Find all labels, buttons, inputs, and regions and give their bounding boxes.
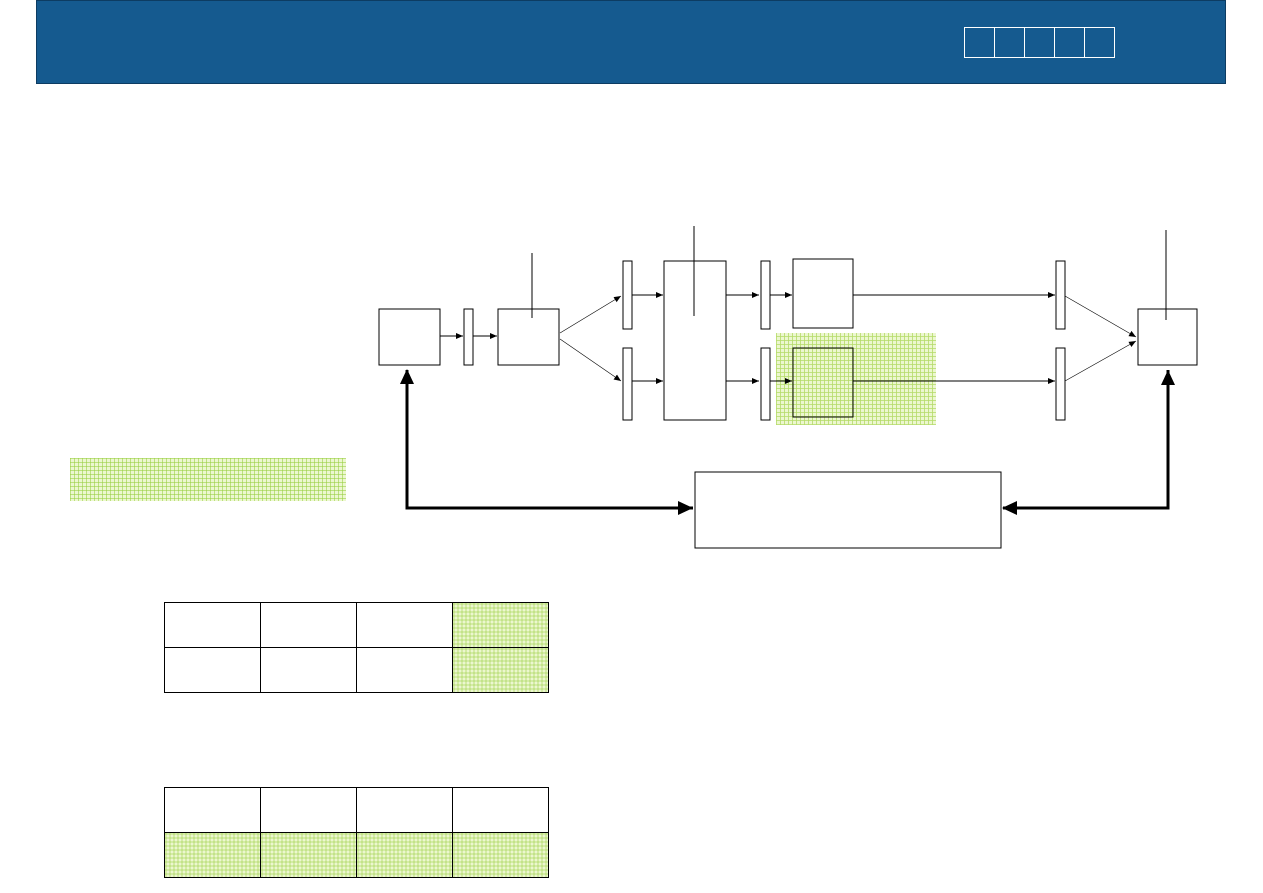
table-b	[164, 787, 549, 878]
table-row	[164, 832, 549, 878]
table-row	[164, 602, 549, 648]
arrow-merge-upper	[1064, 295, 1137, 338]
table-cell	[164, 787, 261, 833]
upper-block	[792, 258, 854, 329]
link-source-controller	[400, 369, 693, 515]
table-cell-highlighted	[260, 832, 357, 878]
table-cell-highlighted	[452, 832, 549, 878]
bar-upper-out	[1055, 260, 1066, 330]
sink-block	[1137, 308, 1198, 366]
nav-boxes	[964, 27, 1115, 58]
bar-1	[463, 308, 474, 366]
table-cell	[452, 787, 549, 833]
table-cell	[164, 602, 261, 648]
table-a	[164, 602, 549, 693]
table-cell	[356, 602, 453, 648]
table-cell-highlighted	[356, 832, 453, 878]
table-cell	[260, 602, 357, 648]
table-cell-highlighted	[164, 832, 261, 878]
stage1-block	[497, 308, 560, 366]
controller-block	[694, 471, 1002, 549]
table-row	[164, 787, 549, 833]
source-block	[378, 308, 441, 366]
header-bar	[36, 0, 1226, 84]
table-cell	[356, 787, 453, 833]
table-cell-highlighted	[452, 647, 549, 693]
highlight-region	[776, 333, 936, 425]
lower-block	[792, 347, 854, 418]
nav-box-5[interactable]	[1084, 27, 1115, 58]
table-cell	[260, 787, 357, 833]
center-block	[663, 260, 727, 421]
arrow-split-lower	[559, 338, 622, 382]
table-cell	[260, 647, 357, 693]
table-cell-highlighted	[452, 602, 549, 648]
table-cell	[164, 647, 261, 693]
arrow-split-upper	[559, 295, 622, 334]
bar-lower-mid	[760, 347, 771, 421]
arrow-merge-lower	[1064, 340, 1137, 382]
legend-highlight-swatch	[70, 458, 346, 501]
bar-lower-in	[622, 347, 633, 421]
bar-lower-out	[1055, 347, 1066, 421]
link-controller-sink	[1002, 370, 1175, 515]
table-row	[164, 647, 549, 693]
bar-upper-in	[622, 260, 633, 330]
bar-upper-mid	[760, 260, 771, 330]
table-cell	[356, 647, 453, 693]
